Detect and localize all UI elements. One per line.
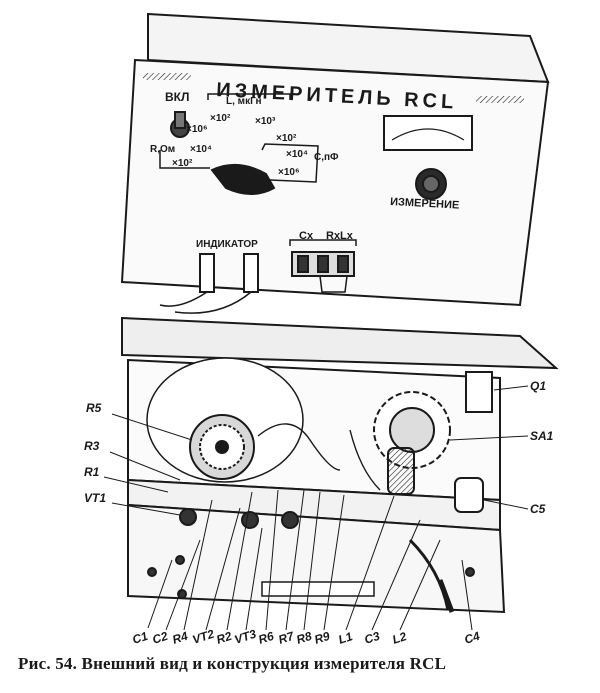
multiplier-c2: ×10⁴ (286, 149, 308, 160)
label-r5: R5 (86, 401, 102, 415)
label-q1: Q1 (530, 379, 546, 393)
label-r7: R7 (277, 628, 297, 646)
multiplier-c1: ×10² (276, 133, 297, 144)
label-vt2: VT2 (191, 627, 217, 647)
multiplier-c3: ×10⁶ (278, 167, 300, 178)
label-r4: R4 (171, 629, 190, 647)
label-l2: L2 (391, 629, 409, 647)
figure-caption: Рис. 54. Внешний вид и конструкция измер… (18, 654, 447, 673)
label-c3: C3 (363, 629, 382, 647)
leader-lines (103, 385, 529, 631)
multiplier-r2: ×10⁴ (190, 144, 212, 155)
label-vt3: VT3 (233, 627, 259, 647)
label-sa1: SA1 (530, 429, 554, 443)
label-c1: C1 (131, 629, 150, 647)
resistance-label: R,Ом (150, 144, 175, 155)
multiplier-l2: ×10³ (255, 116, 276, 127)
label-c5: C5 (530, 502, 546, 516)
front-panel (120, 12, 550, 314)
multiplier-l1: ×10² (210, 113, 231, 124)
label-r9: R9 (313, 629, 332, 647)
rxlx-label: RxLx (326, 230, 354, 242)
multiplier-r1: ×10⁶ (186, 124, 208, 135)
label-r8: R8 (295, 629, 314, 647)
label-l1: L1 (337, 629, 355, 647)
label-r2: R2 (215, 629, 234, 647)
switch-label: ВКЛ (165, 90, 189, 104)
label-r3: R3 (84, 439, 100, 453)
label-r1: R1 (84, 465, 100, 479)
cx-label: Cx (299, 230, 314, 242)
label-c4: C4 (463, 629, 482, 647)
chassis (121, 316, 559, 614)
label-vt1: VT1 (84, 491, 106, 505)
measure-label: ИЗМЕРЕНИЕ (390, 196, 460, 212)
capacitance-label: C,пФ (314, 152, 339, 163)
inductance-label: L, мкГн (226, 96, 262, 107)
component-labels: R5 R3 R1 VT1 Q1 SA1 C5 C1 C2 R4 VT2 R2 V… (84, 379, 554, 647)
label-c2: C2 (151, 629, 170, 647)
label-r6: R6 (257, 629, 276, 647)
indicator-label: ИНДИКАТОР (196, 239, 258, 250)
multiplier-r3: ×10² (172, 158, 193, 169)
